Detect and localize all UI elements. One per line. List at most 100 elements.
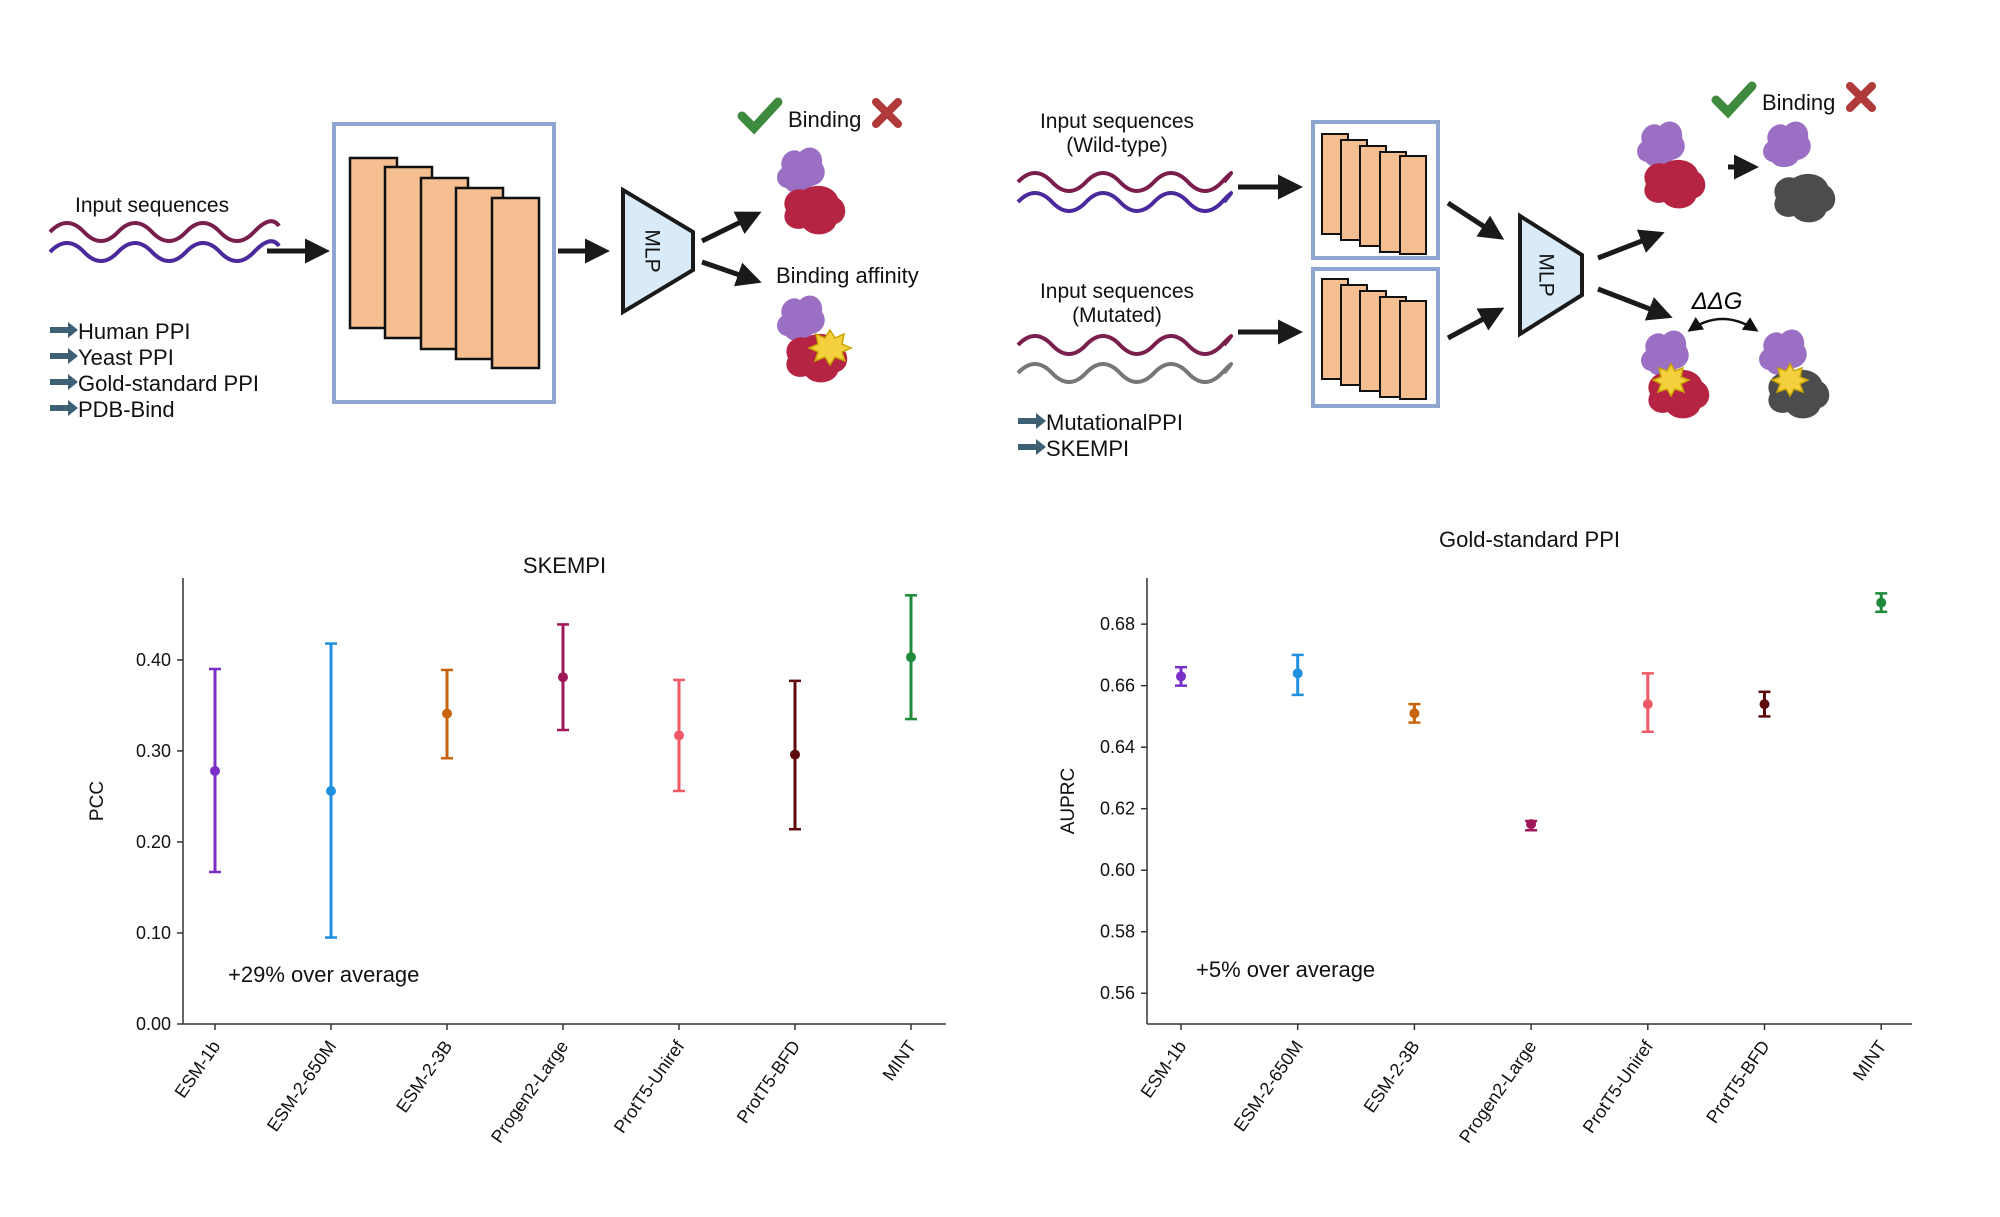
y-tick-label: 0.64 — [1100, 737, 1135, 757]
energy-burst-icon — [1651, 362, 1691, 398]
y-tick-label: 0.68 — [1100, 614, 1135, 634]
mut-input-label: Input sequences — [1040, 280, 1194, 303]
data-point — [442, 708, 452, 719]
x-tick-label: ProtT5-Uniref — [1579, 1036, 1658, 1137]
data-point — [674, 730, 684, 741]
encoder-layer — [490, 196, 541, 370]
y-tick-label: 0.66 — [1100, 676, 1135, 696]
mlp-block-right — [1518, 212, 1584, 338]
x-tick-label: ESM-2-650M — [263, 1037, 340, 1135]
diagram-left: Input sequences Human PPI Yeast PPI Gold… — [48, 97, 919, 422]
arrow-icon — [1018, 413, 1046, 429]
y-tick-label: 0.10 — [136, 923, 171, 943]
y-tick-label: 0.00 — [136, 1014, 171, 1034]
arrow-to-binding-right — [1597, 229, 1665, 261]
wt-input-label: Input sequences — [1040, 110, 1194, 133]
dataset-item: Human PPI — [78, 319, 191, 344]
y-tick-label: 0.20 — [136, 832, 171, 852]
binding-label-right: Binding — [1762, 90, 1835, 115]
arrow-to-ddg — [1597, 286, 1673, 321]
wt-input-sublabel: (Wild-type) — [1066, 134, 1168, 157]
mut-sequence-wave-2 — [1016, 362, 1233, 384]
dataset-item: Yeast PPI — [78, 345, 174, 370]
data-point — [1292, 668, 1303, 679]
y-tick-label: 0.30 — [136, 741, 171, 761]
ddg-double-arrow — [1687, 317, 1759, 332]
y-axis-label: PCC — [87, 781, 108, 821]
dataset-item: SKEMPI — [1046, 436, 1129, 461]
x-tick-label: Progen2-Large — [487, 1037, 572, 1147]
data-point — [1876, 597, 1887, 608]
input-sequences-label: Input sequences — [75, 194, 229, 217]
dataset-list-right: MutationalPPI SKEMPI — [1018, 410, 1183, 461]
ddg-label: ΔΔG — [1691, 288, 1743, 315]
energy-burst-icon — [807, 328, 853, 367]
chart-title: SKEMPI — [523, 553, 606, 578]
x-tick-label: ESM-1b — [1137, 1037, 1191, 1102]
mut-input-sublabel: (Mutated) — [1072, 304, 1162, 327]
mlp-block — [621, 186, 695, 316]
dataset-item: PDB-Bind — [78, 397, 175, 422]
x-tick-label: MINT — [1849, 1037, 1891, 1085]
chart-annotation: +29% over average — [228, 962, 419, 987]
arrow-icon — [1018, 439, 1046, 455]
sequence-wave-1 — [48, 219, 281, 243]
x-tick-label: ProtT5-Uniref — [610, 1036, 689, 1137]
y-tick-label: 0.56 — [1100, 983, 1135, 1003]
data-point — [906, 652, 916, 663]
data-point — [326, 785, 336, 796]
x-tick-label: ProtT5-BFD — [1702, 1037, 1773, 1127]
mut-encoder-box — [1311, 267, 1440, 408]
y-tick-label: 0.62 — [1100, 799, 1135, 819]
arrow-mut-to-mlp — [1446, 307, 1505, 341]
data-point — [1176, 671, 1186, 682]
x-tick-label: ESM-2-3B — [392, 1037, 456, 1116]
encoder-box — [332, 122, 556, 404]
x-tick-label: ProtT5-BFD — [733, 1037, 804, 1127]
protein-dissociated-icon — [1763, 121, 1836, 223]
y-tick-label: 0.58 — [1100, 922, 1135, 942]
cross-icon — [872, 98, 902, 128]
x-tick-label: Progen2-Large — [1455, 1037, 1540, 1147]
protein-mut-affinity-icon — [1759, 329, 1830, 419]
data-point — [1759, 699, 1770, 710]
protein-wt-affinity-icon — [1641, 330, 1710, 419]
arrow-icon — [50, 322, 78, 338]
dataset-item: MutationalPPI — [1046, 410, 1183, 435]
chart-title: Gold-standard PPI — [1439, 527, 1620, 552]
gold-standard-chart: Gold-standard PPI0.560.580.600.620.640.6… — [1058, 527, 1912, 1147]
data-point — [1409, 708, 1420, 719]
y-tick-label: 0.40 — [136, 650, 171, 670]
mlp-label-right: MLP — [1534, 253, 1557, 296]
x-tick-label: ESM-1b — [171, 1037, 225, 1102]
energy-burst-icon — [1770, 362, 1810, 398]
data-point — [1526, 819, 1537, 830]
check-icon — [737, 97, 783, 135]
binding-affinity-label: Binding affinity — [776, 263, 919, 288]
encoder-layers — [348, 156, 541, 370]
mut-sequence-wave-1 — [1016, 334, 1233, 356]
dataset-item: Gold-standard PPI — [78, 371, 259, 396]
arrow-icon — [50, 400, 78, 416]
arrow-icon — [50, 374, 78, 390]
sequence-wave-2 — [48, 239, 281, 263]
protein-affinity-icon — [777, 295, 853, 383]
binding-label: Binding — [788, 107, 861, 132]
arrow-to-affinity — [701, 259, 762, 287]
chart-annotation: +5% over average — [1196, 957, 1375, 982]
data-point — [210, 765, 220, 776]
cross-icon — [1846, 82, 1876, 112]
arrow-to-binding — [700, 211, 762, 244]
check-icon — [1711, 81, 1757, 119]
wt-sequence-wave-1 — [1016, 171, 1233, 193]
arrow-wt-to-mlp — [1446, 200, 1505, 240]
protein-complex-icon — [777, 147, 846, 235]
wt-encoder-layers — [1321, 133, 1427, 255]
x-tick-label: ESM-2-3B — [1360, 1037, 1424, 1116]
x-tick-label: ESM-2-650M — [1230, 1037, 1307, 1135]
data-point — [558, 672, 568, 683]
x-tick-label: MINT — [879, 1037, 921, 1085]
dataset-list-left: Human PPI Yeast PPI Gold-standard PPI PD… — [50, 319, 259, 422]
